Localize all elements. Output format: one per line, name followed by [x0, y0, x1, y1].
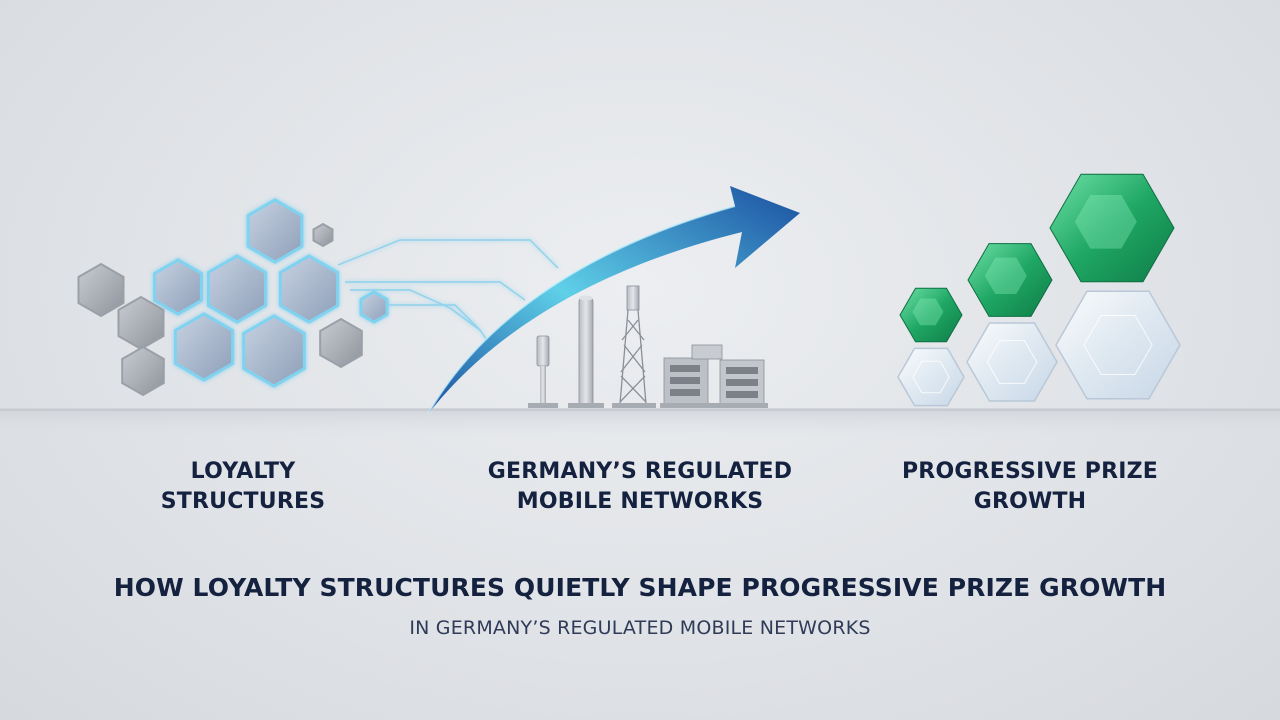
loyalty-hexagon: [117, 295, 165, 351]
loyalty-hexagon: [77, 262, 125, 318]
green-gem: [899, 287, 963, 343]
loyalty-hexagon: [278, 254, 340, 324]
stage-label-loyalty-structures: LOYALTY STRUCTURES: [123, 457, 363, 517]
green-gem: [967, 243, 1053, 317]
stage-label-mobile-networks: GERMANY’S REGULATED MOBILE NETWORKS: [460, 457, 820, 517]
connector-lines: [337, 239, 559, 346]
gem-facet: [984, 257, 1027, 294]
loyalty-hexagon: [242, 314, 306, 388]
stage-label-line: MOBILE NETWORKS: [516, 489, 764, 514]
green-gem: [1049, 173, 1175, 283]
loyalty-hexagon: [246, 198, 304, 264]
crystal-facet: [912, 360, 950, 394]
crystal-facet: [1083, 315, 1153, 375]
gem-facet: [912, 298, 944, 326]
progressive-prize-gems: [897, 173, 1181, 407]
loyalty-hexagon: [121, 345, 165, 397]
crystal-facet: [986, 340, 1038, 384]
loyalty-hexagon: [206, 254, 268, 324]
crystal-base: [966, 322, 1058, 402]
loyalty-hexagon: [153, 258, 203, 316]
stage-label-line: GROWTH: [973, 489, 1087, 514]
crystal-base: [1055, 290, 1181, 400]
stage-label-line: PROGRESSIVE PRIZE: [901, 459, 1159, 484]
loyalty-hexagon: [173, 312, 235, 382]
stage-label-prize-growth: PROGRESSIVE PRIZE GROWTH: [880, 457, 1180, 517]
subheadline: IN GERMANY’S REGULATED MOBILE NETWORKS: [409, 617, 871, 639]
loyalty-hexagon-cluster: [77, 198, 389, 397]
loyalty-hexagon: [319, 317, 363, 369]
loyalty-hexagon: [312, 222, 334, 248]
network-infrastructure: [528, 285, 768, 408]
gem-facet: [1074, 195, 1137, 249]
ground-plane: [0, 408, 1280, 438]
stage-label-line: STRUCTURES: [160, 489, 326, 514]
crystal-base: [897, 347, 965, 407]
stage-label-line: LOYALTY: [190, 459, 296, 484]
growth-arrow: [427, 186, 800, 415]
loyalty-hexagon: [359, 290, 389, 324]
stage-label-line: GERMANY’S REGULATED: [487, 459, 793, 484]
headline: HOW LOYALTY STRUCTURES QUIETLY SHAPE PRO…: [113, 573, 1167, 602]
